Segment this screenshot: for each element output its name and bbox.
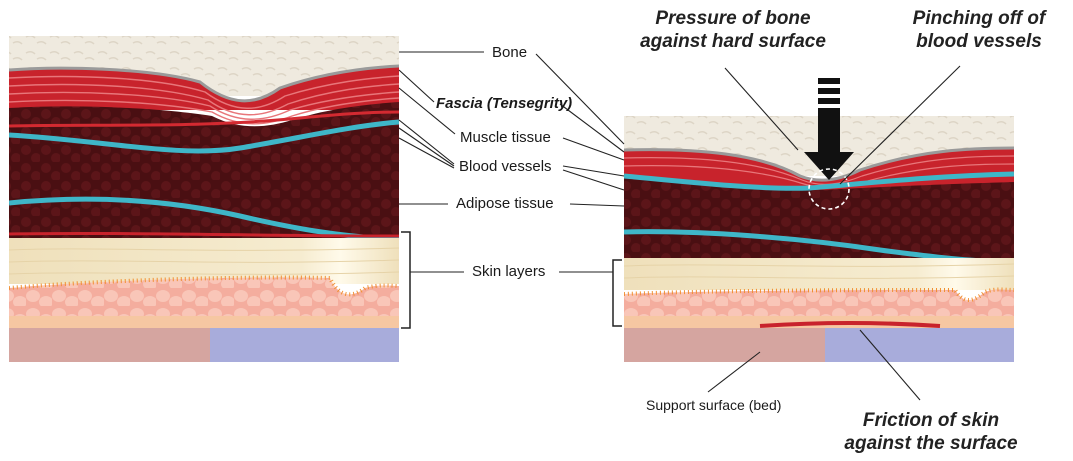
support-surface-right-pink <box>624 328 825 362</box>
label-adipose: Adipose tissue <box>456 196 554 211</box>
label-blood-vessels: Blood vessels <box>459 159 552 174</box>
adipose-layer-right <box>624 178 1014 262</box>
callout-pressure: Pressure of bone against hard surface <box>618 8 848 54</box>
skin-bracket-left <box>401 232 410 328</box>
label-support-surface: Support surface (bed) <box>646 398 781 412</box>
support-surface-right-blue <box>825 328 1014 362</box>
callout-friction: Friction of skin against the surface <box>820 410 1042 456</box>
support-surface-left-pink <box>9 328 210 362</box>
skin-bracket-right <box>613 260 622 326</box>
support-surface-left-blue <box>210 328 399 362</box>
label-muscle: Muscle tissue <box>460 130 551 145</box>
skin-surface-left <box>9 316 399 328</box>
epidermis-layer-right <box>624 290 1014 321</box>
callout-pinching: Pinching off of blood vessels <box>890 8 1068 54</box>
label-skin-layers: Skin layers <box>472 264 545 279</box>
label-bone: Bone <box>492 45 527 60</box>
label-fascia: Fascia (Tensegrity) <box>436 96 572 111</box>
dermis-layer-right <box>624 258 1014 290</box>
left-tissue-panel <box>9 36 399 328</box>
